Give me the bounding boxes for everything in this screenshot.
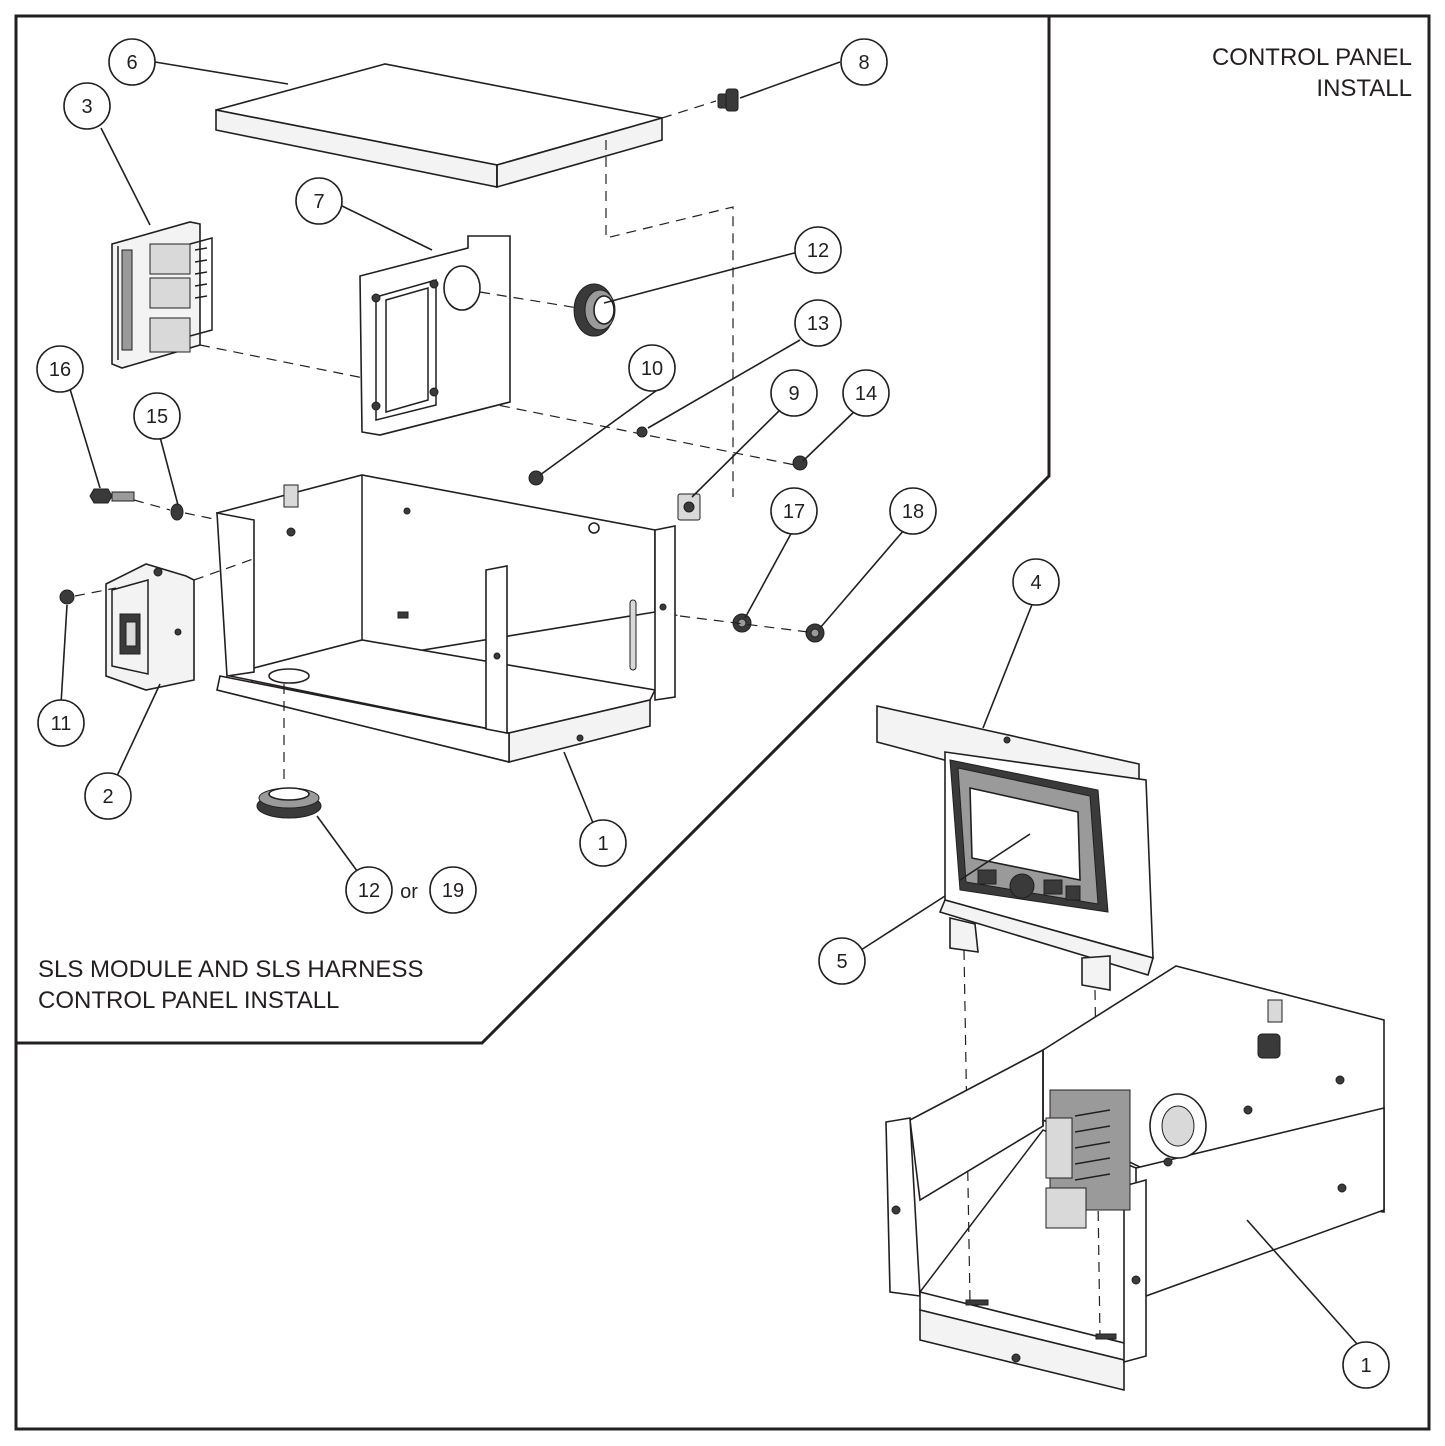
- svg-text:9: 9: [788, 383, 799, 405]
- svg-text:7: 7: [313, 191, 324, 213]
- part-15-washer: [170, 503, 184, 521]
- part-1-enclosure-assembled: [885, 965, 1385, 1392]
- part-16-bolt: [89, 488, 135, 504]
- svg-text:12: 12: [358, 880, 380, 902]
- svg-text:16: 16: [49, 359, 71, 381]
- part-9-clip: [677, 493, 701, 521]
- title-sls-module-install: SLS MODULE AND SLS HARNESS CONTROL PANEL…: [38, 956, 423, 1014]
- svg-text:14: 14: [855, 383, 877, 405]
- svg-text:11: 11: [51, 713, 72, 735]
- svg-text:10: 10: [641, 358, 663, 380]
- svg-text:18: 18: [902, 501, 924, 523]
- part-5-display: [949, 759, 1109, 913]
- callout-3: 3: [63, 82, 111, 130]
- callout-12-lower: 12: [345, 866, 393, 914]
- callout-19: 19: [429, 866, 477, 914]
- part-2-sls-module: [105, 563, 195, 691]
- callout-7: 7: [295, 177, 343, 225]
- svg-text:8: 8: [858, 52, 869, 74]
- svg-text:3: 3: [81, 96, 92, 118]
- callout-12-upper: 12: [794, 226, 842, 274]
- svg-text:2: 2: [102, 786, 113, 808]
- callout-9: 9: [770, 369, 818, 417]
- callout-5: 5: [818, 937, 866, 985]
- part-13-washer: [636, 426, 648, 438]
- part-11-nut: [59, 589, 75, 605]
- callout-14: 14: [842, 369, 890, 417]
- callout-18: 18: [889, 487, 937, 535]
- svg-text:19: 19: [442, 880, 464, 902]
- outer-border: [14, 14, 1431, 1431]
- svg-text:CONTROL PANEL INSTALL: CONTROL PANEL INSTALL: [38, 987, 339, 1014]
- callout-1-lower: 1: [1342, 1341, 1390, 1389]
- part-3-relay-module: [111, 221, 213, 369]
- part-6-cover: [215, 63, 663, 189]
- svg-text:6: 6: [126, 52, 137, 74]
- part-12-grommet: [573, 283, 616, 337]
- title-control-panel-install: CONTROL PANEL INSTALL: [1212, 44, 1412, 102]
- part-10-nut: [528, 470, 544, 486]
- callout-4: 4: [1012, 558, 1060, 606]
- callout-17: 17: [770, 487, 818, 535]
- svg-text:1: 1: [597, 833, 608, 855]
- svg-text:CONTROL PANEL: CONTROL PANEL: [1212, 44, 1412, 71]
- svg-text:5: 5: [836, 951, 847, 973]
- callout-2: 2: [84, 772, 132, 820]
- svg-text:15: 15: [146, 406, 168, 428]
- callout-13: 13: [794, 299, 842, 347]
- svg-text:12: 12: [807, 240, 829, 262]
- callout-11: 11: [37, 699, 85, 747]
- svg-text:4: 4: [1030, 572, 1041, 594]
- inset-border: [16, 16, 1051, 1045]
- callout-8: 8: [840, 38, 888, 86]
- hinge-tab-left: [949, 916, 979, 953]
- svg-text:SLS MODULE AND SLS HARNESS: SLS MODULE AND SLS HARNESS: [38, 956, 423, 983]
- part-12-19-grommet: [256, 787, 322, 819]
- hinge-tab-right: [1081, 955, 1111, 991]
- callout-or-label: or: [400, 881, 418, 903]
- part-18-nut: [805, 623, 825, 643]
- callout-6: 6: [108, 38, 156, 86]
- callout-1-upper: 1: [579, 819, 627, 867]
- callout-10: 10: [628, 344, 676, 392]
- svg-text:13: 13: [807, 313, 829, 335]
- svg-text:17: 17: [783, 501, 805, 523]
- callout-16: 16: [36, 345, 84, 393]
- part-7-mounting-plate: [359, 235, 511, 436]
- svg-text:1: 1: [1360, 1355, 1371, 1377]
- part-1-enclosure: [216, 474, 676, 764]
- part-8-screw: [717, 88, 739, 112]
- callout-15: 15: [133, 392, 181, 440]
- svg-text:INSTALL: INSTALL: [1316, 75, 1412, 102]
